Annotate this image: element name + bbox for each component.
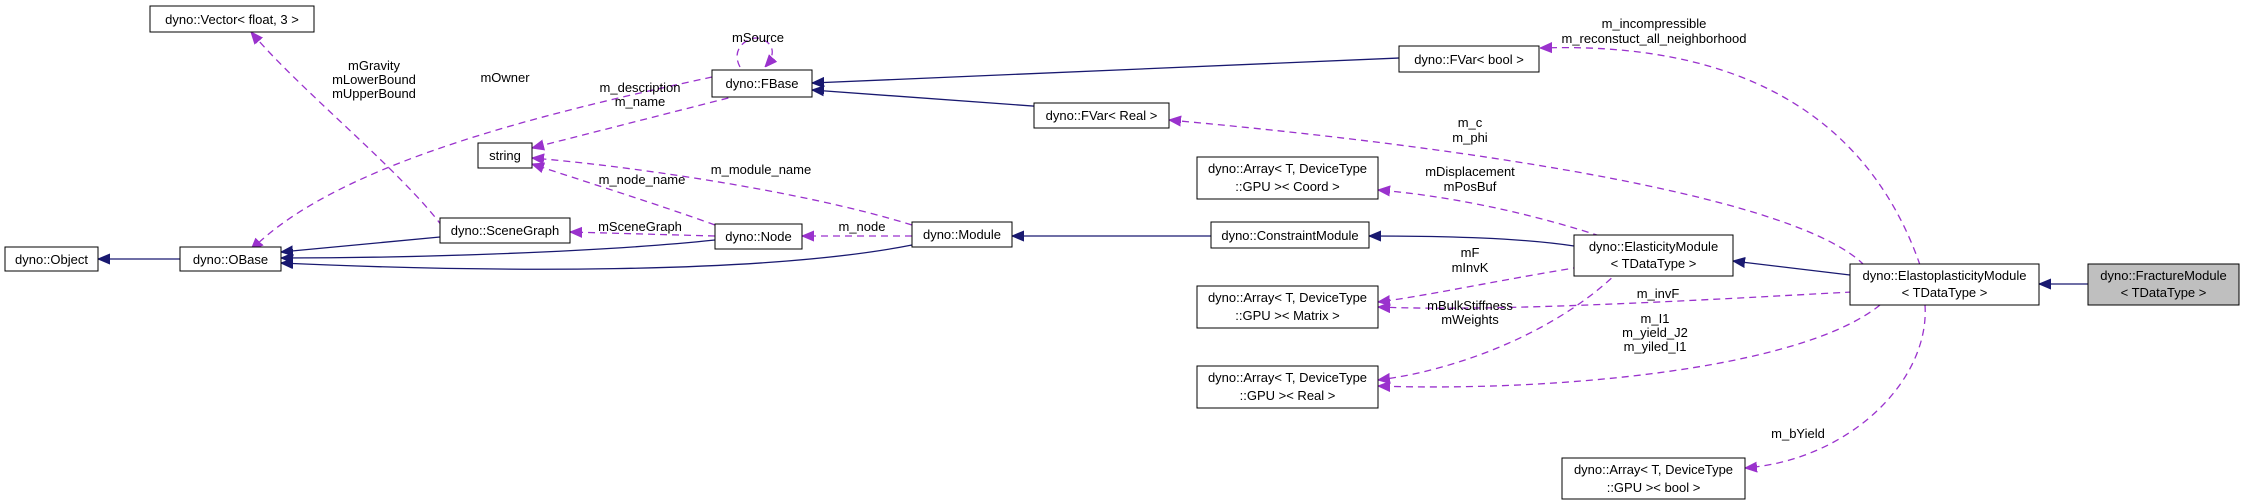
label-c: m_c [1458,115,1483,130]
node-elasticity-line2: < TDataType > [1611,256,1697,271]
edge-yield [1378,304,1881,387]
node-elasticity[interactable]: dyno::ElasticityModule < TDataType > [1573,234,1734,277]
node-array-coord[interactable]: dyno::Array< T, DeviceType ::GPU >< Coor… [1196,156,1379,200]
node-scenegraph-label: dyno::SceneGraph [451,223,559,238]
label-phi: m_phi [1452,130,1488,145]
node-array-matrix[interactable]: dyno::Array< T, DeviceType ::GPU >< Matr… [1196,285,1379,329]
edge-bulk [1378,269,1621,380]
edge-c-phi [1169,120,1865,266]
label-module-name: m_module_name [711,162,811,177]
label-yiled-i1: m_yiled_I1 [1624,339,1687,354]
label-owner: mOwner [480,70,530,85]
node-fbase-label: dyno::FBase [726,76,799,91]
edge-disp [1378,190,1601,237]
node-vector-label: dyno::Vector< float, 3 > [165,12,299,27]
node-elastoplasticity-line2: < TDataType > [1902,285,1988,300]
label-byield: m_bYield [1771,426,1825,441]
node-obase-label: dyno::OBase [193,252,268,267]
node-fvar-bool[interactable]: dyno::FVar< bool > [1398,45,1540,73]
node-elastoplasticity-line1: dyno::ElastoplasticityModule [1862,268,2026,283]
node-fracture[interactable]: dyno::FractureModule < TDataType > [2087,263,2240,306]
node-string-label: string [489,148,521,163]
label-posbuf: mPosBuf [1444,179,1497,194]
node-elastoplasticity[interactable]: dyno::ElastoplasticityModule < TDataType… [1849,263,2040,306]
node-fvar-real[interactable]: dyno::FVar< Real > [1033,102,1170,129]
node-fracture-line2: < TDataType > [2121,285,2207,300]
edge-fvarbool-fbase [812,57,1400,83]
edge-invf [1378,291,1853,308]
label-source: mSource [732,30,784,45]
node-vector[interactable]: dyno::Vector< float, 3 > [149,5,315,33]
edge-fvarreal-fbase [812,90,1061,109]
edge-module-obase [281,244,913,270]
node-obase[interactable]: dyno::OBase [179,246,282,272]
node-array-matrix-line1: dyno::Array< T, DeviceType [1208,290,1367,305]
node-array-real-line2: ::GPU >< Real > [1240,388,1336,403]
label-m-node: m_node [839,219,886,234]
label-invf: m_invF [1637,286,1680,301]
node-array-coord-line2: ::GPU >< Coord > [1235,179,1339,194]
label-bounds-2: mLowerBound [332,72,416,87]
node-module-label: dyno::Module [923,227,1001,242]
node-array-bool[interactable]: dyno::Array< T, DeviceType ::GPU >< bool… [1561,457,1746,500]
label-bounds-1: mGravity [348,58,401,73]
edge-node-obase [281,239,716,258]
node-array-bool-line2: ::GPU >< bool > [1607,480,1701,495]
edge-byield [1745,304,1926,468]
node-array-matrix-line2: ::GPU >< Matrix > [1235,308,1339,323]
node-array-real-line1: dyno::Array< T, DeviceType [1208,370,1367,385]
node-object-label: dyno::Object [15,252,88,267]
edge-module-name [532,158,913,226]
label-node-name: m_node_name [599,172,686,187]
node-object[interactable]: dyno::Object [4,246,99,272]
label-bulk-stiffness: mBulkStiffness [1427,298,1513,313]
edge-scene-graph [570,232,716,236]
edge-node-name [532,164,716,226]
label-description: m_description [600,80,681,95]
edge-bounds [251,32,443,227]
label-reconstruct: m_reconstuct_all_neighborhood [1561,31,1746,46]
label-scene-graph: mSceneGraph [598,219,682,234]
node-fracture-line1: dyno::FractureModule [2100,268,2226,283]
edge-f-invk [1378,266,1581,302]
node-array-real[interactable]: dyno::Array< T, DeviceType ::GPU >< Real… [1196,365,1379,409]
edge-scenegraph-obase [281,236,441,252]
node-array-coord-line1: dyno::Array< T, DeviceType [1208,161,1367,176]
label-displacement: mDisplacement [1425,164,1515,179]
node-elasticity-line1: dyno::ElasticityModule [1589,239,1718,254]
label-name: m_name [615,94,666,109]
node-fvar-bool-label: dyno::FVar< bool > [1414,52,1524,67]
node-fbase[interactable]: dyno::FBase [711,69,813,98]
edge-labels: mOwner mGravity mLowerBound mUpperBound … [332,16,1825,441]
inheritance-edges [98,57,2088,284]
edge-elastoplasticity-elasticity [1733,261,1851,276]
node-string[interactable]: string [477,142,533,169]
usage-edges [251,32,1926,468]
label-weights: mWeights [1441,312,1499,327]
label-f: mF [1461,245,1480,260]
label-invk: mInvK [1452,260,1489,275]
edge-incompressible [1540,48,1921,266]
label-bounds-3: mUpperBound [332,86,416,101]
node-fvar-real-label: dyno::FVar< Real > [1046,108,1158,123]
node-node[interactable]: dyno::Node [714,223,803,250]
node-module[interactable]: dyno::Module [911,221,1013,248]
label-yield-j2: m_yield_J2 [1622,325,1688,340]
label-incompressible: m_incompressible [1602,16,1707,31]
node-scenegraph[interactable]: dyno::SceneGraph [439,217,571,244]
label-i1: m_I1 [1641,311,1670,326]
node-constraint-label: dyno::ConstraintModule [1221,228,1358,243]
edge-source [736,37,772,67]
node-constraint[interactable]: dyno::ConstraintModule [1210,221,1370,249]
node-node-label: dyno::Node [725,229,792,244]
node-array-bool-line1: dyno::Array< T, DeviceType [1574,462,1733,477]
edge-elasticity-constraint [1369,236,1575,247]
